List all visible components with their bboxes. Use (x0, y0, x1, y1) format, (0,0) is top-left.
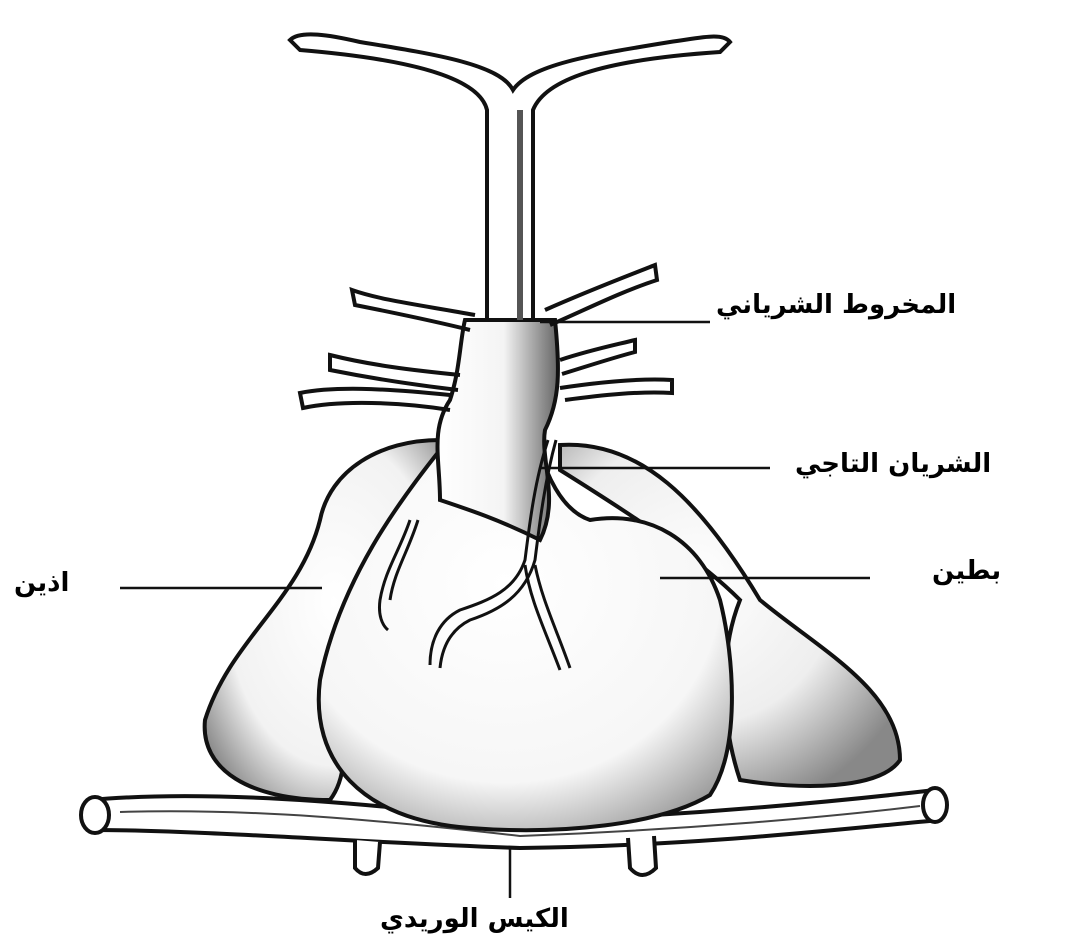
label-coronary-artery: الشريان التاجي (795, 451, 991, 477)
label-sinus-venosus: الكيس الوريدي (380, 906, 569, 932)
label-conus-arteriosus: المخروط الشرياني (716, 292, 956, 318)
conus-arteriosus-trunk (438, 320, 558, 540)
label-atrium: اذين (14, 570, 69, 596)
truncus-arteriosus (290, 34, 730, 320)
label-ventricle: بطين (932, 558, 1001, 584)
